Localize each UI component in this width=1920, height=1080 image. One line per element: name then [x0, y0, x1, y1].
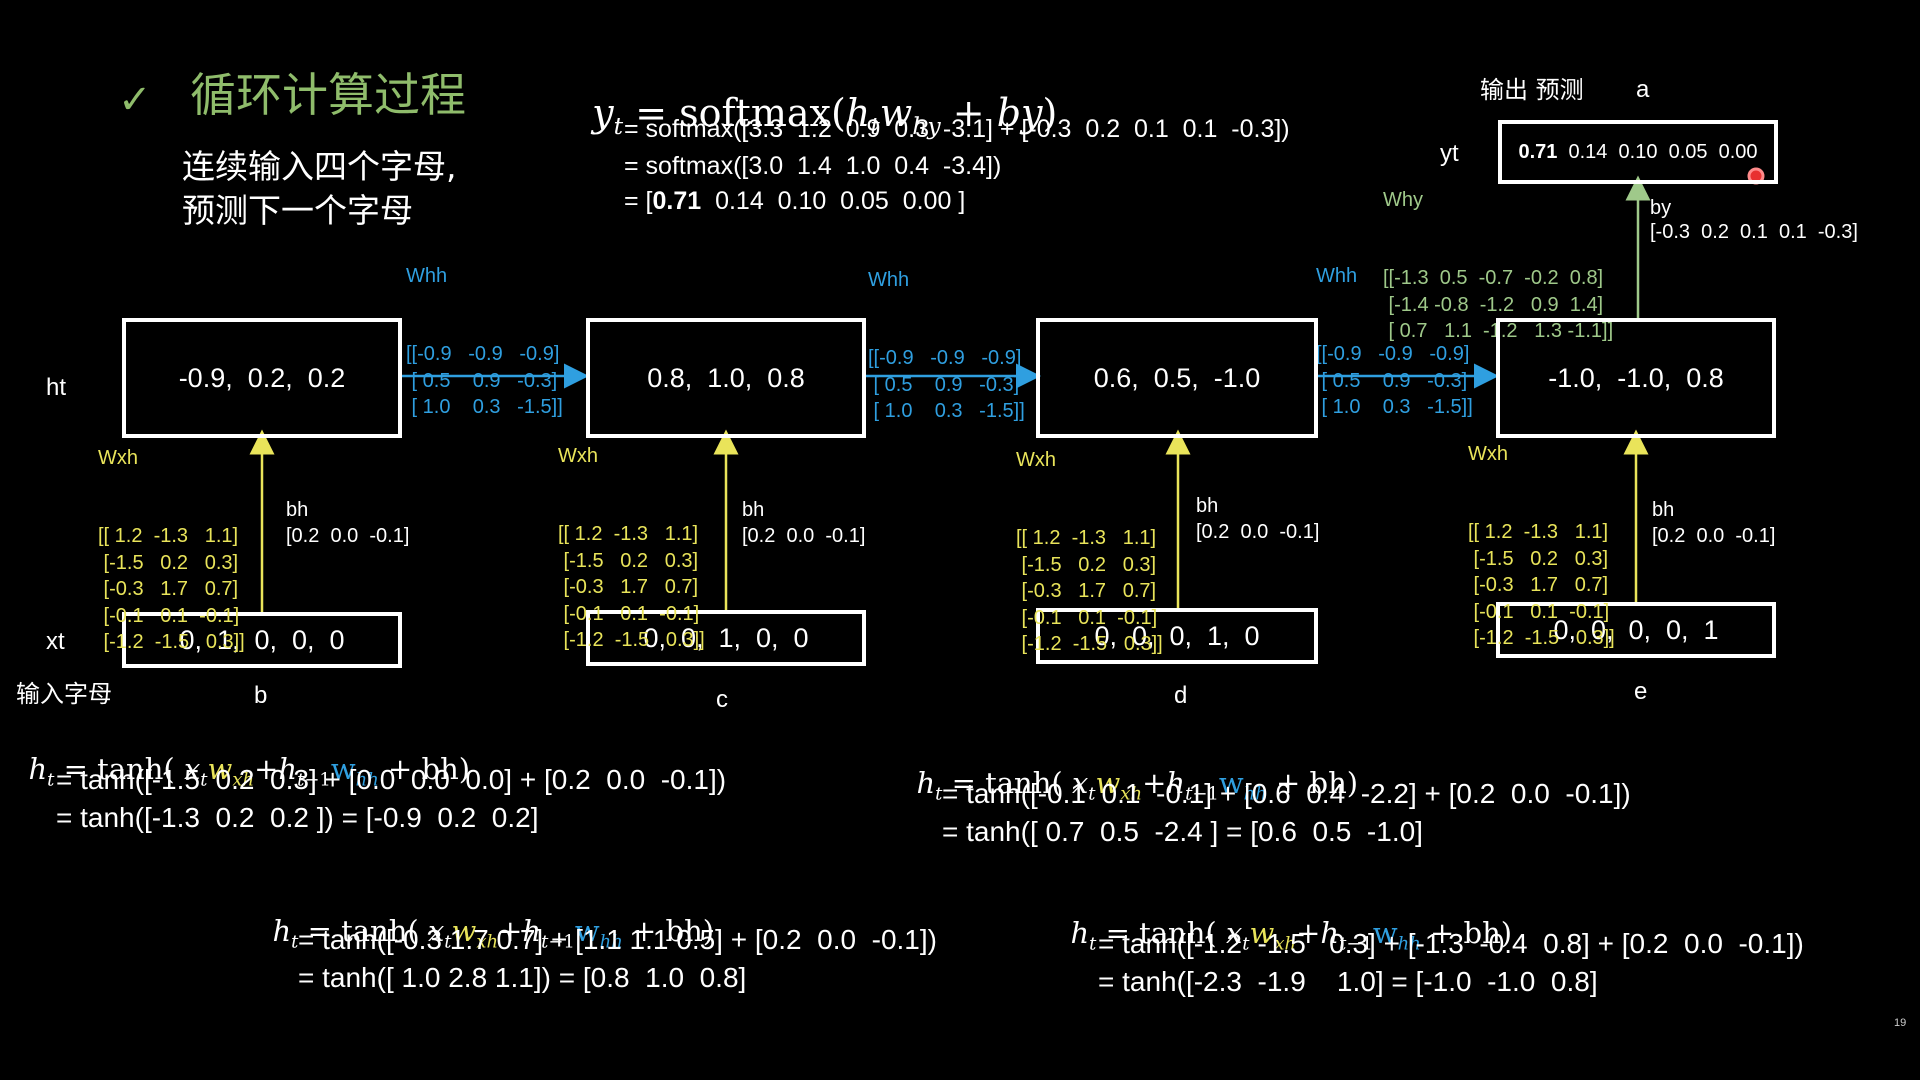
softmax-line-2: = softmax([3.0 1.4 1.0 0.4 -3.4]) — [624, 152, 1002, 180]
bh-vector-4: [0.2 0.0 -0.1] — [1652, 525, 1776, 547]
ht-formula-4: ht = tanh( xtwxh+ht−1whh + bh) — [1070, 916, 1513, 955]
output-box: 0.71 0.14 0.10 0.05 0.00 — [1498, 120, 1778, 184]
wxh-matrix-3: [[ 1.2 -1.3 1.1] [-1.5 0.2 0.3] [-0.3 1.… — [1016, 527, 1163, 655]
hidden-state-box-2: 0.8, 1.0, 0.8 — [586, 318, 866, 438]
input-vector-box-2: 0, 0, 1, 0, 0 — [586, 610, 866, 666]
bh-label-3: bh — [1196, 495, 1219, 517]
input-vector-box-1: 0, 1, 0, 0, 0 — [122, 612, 402, 668]
slide-title: 循环计算过程 — [190, 68, 466, 122]
whh-matrix-2: [[-0.9 -0.9 -0.9] [ 0.5 0.9 -0.3] [ 1.0 … — [868, 347, 1025, 422]
ht-formula-1-line-1: = tanh([-1.5 0.2 0.3] + [0.0 0.0 0.0] + … — [56, 764, 727, 795]
ht-formula-2-line-1: = tanh([-0.1 0.1 -0.1] + [0.6 0.4 -2.2] … — [942, 778, 1631, 809]
wxh-label-3: Wxh — [1016, 449, 1056, 471]
whh-label-3: Whh — [1316, 265, 1358, 287]
wxh-label-2: Wxh — [558, 445, 598, 467]
wxh-matrix-4: [[ 1.2 -1.3 1.1] [-1.5 0.2 0.3] [-0.3 1.… — [1468, 521, 1615, 649]
bh-label-4: bh — [1652, 499, 1675, 521]
softmax-line-3: = [0.71 0.14 0.10 0.05 0.00 ] — [624, 187, 966, 215]
by-vector: [-0.3 0.2 0.1 0.1 -0.3] — [1650, 221, 1858, 243]
hidden-state-box-1: -0.9, 0.2, 0.2 — [122, 318, 402, 438]
xt-label: xt — [46, 628, 65, 655]
input-letter-label: 输入字母 — [16, 680, 112, 708]
bh-label-2: bh — [742, 499, 765, 521]
wxh-label-4: Wxh — [1468, 443, 1508, 465]
subtitle-line-2: 预测下一个字母 — [182, 191, 413, 230]
ht-formula-4-line-1: = tanh([-1.2 -1.5 0.3] + [-1.3 -0.4 0.8]… — [1098, 928, 1804, 959]
input-letter-3: d — [1174, 682, 1188, 709]
ht-formula-1-line-2: = tanh([-1.3 0.2 0.2 ]) = [-0.9 0.2 0.2] — [56, 802, 539, 833]
ht-label: ht — [46, 374, 67, 401]
why-matrix: [[-1.3 0.5 -0.7 -0.2 0.8] [-1.4 -0.8 -1.… — [1383, 267, 1614, 342]
wxh-matrix-2: [[ 1.2 -1.3 1.1] [-1.5 0.2 0.3] [-0.3 1.… — [558, 523, 705, 651]
wxh-label-1: Wxh — [98, 447, 138, 469]
ht-formula-2: ht = tanh( xtwxh+ht−1whh + bh) — [916, 766, 1359, 805]
ht-formula-1: ht = tanh( xtwxh+ht−1whh + bh) — [28, 752, 471, 791]
yt-label: yt — [1440, 140, 1459, 167]
hidden-state-box-3: 0.6, 0.5, -1.0 — [1036, 318, 1318, 438]
input-vector-box-3: 0, 0, 0, 1, 0 — [1036, 608, 1318, 664]
input-letter-1: b — [254, 682, 268, 709]
whh-label-1: Whh — [406, 265, 448, 287]
softmax-line-1: = softmax([3.3 1.2 0.9 0.3 -3.1] + [-0.3… — [624, 115, 1290, 143]
whh-matrix-1: [[-0.9 -0.9 -0.9] [ 0.5 0.9 -0.3] [ 1.0 … — [406, 343, 563, 418]
ht-formula-3-line-1: = tanh([-0.3 1.7 0.7] + [1.1 1.1 0.5] + … — [298, 924, 937, 955]
input-letter-2: c — [716, 686, 728, 713]
softmax-formula: yt = softmax(htwhy + by) — [592, 91, 1058, 141]
bh-vector-1: [0.2 0.0 -0.1] — [286, 525, 410, 547]
why-label: Why — [1383, 189, 1423, 211]
hidden-state-box-4: -1.0, -1.0, 0.8 — [1496, 318, 1776, 438]
output-predict-label: 输出 预测 — [1480, 76, 1584, 104]
by-label: by — [1650, 197, 1672, 219]
subtitle-line-1: 连续输入四个字母, — [182, 147, 457, 186]
ht-formula-2-line-2: = tanh([ 0.7 0.5 -2.4 ] = [0.6 0.5 -1.0] — [942, 816, 1423, 847]
check-mark: ✓ — [118, 78, 152, 122]
bh-vector-2: [0.2 0.0 -0.1] — [742, 525, 866, 547]
bh-label-1: bh — [286, 499, 309, 521]
input-letter-4: e — [1634, 678, 1648, 705]
whh-label-2: Whh — [868, 269, 910, 291]
ht-formula-3: ht = tanh( xtwxh+ht−1whh + bh) — [272, 914, 715, 953]
input-vector-box-4: 0, 0, 0, 0, 1 — [1496, 602, 1776, 658]
ht-formula-3-line-2: = tanh([ 1.0 2.8 1.1]) = [0.8 1.0 0.8] — [298, 962, 747, 993]
page-number: 19 — [1894, 1017, 1907, 1029]
predicted-letter: a — [1636, 76, 1650, 103]
ht-formula-4-line-2: = tanh([-2.3 -1.9 1.0] = [-1.0 -1.0 0.8] — [1098, 966, 1598, 997]
wxh-matrix-1: [[ 1.2 -1.3 1.1] [-1.5 0.2 0.3] [-0.3 1.… — [98, 525, 245, 653]
whh-matrix-3: [[-0.9 -0.9 -0.9] [ 0.5 0.9 -0.3] [ 1.0 … — [1316, 343, 1473, 418]
bh-vector-3: [0.2 0.0 -0.1] — [1196, 521, 1320, 543]
